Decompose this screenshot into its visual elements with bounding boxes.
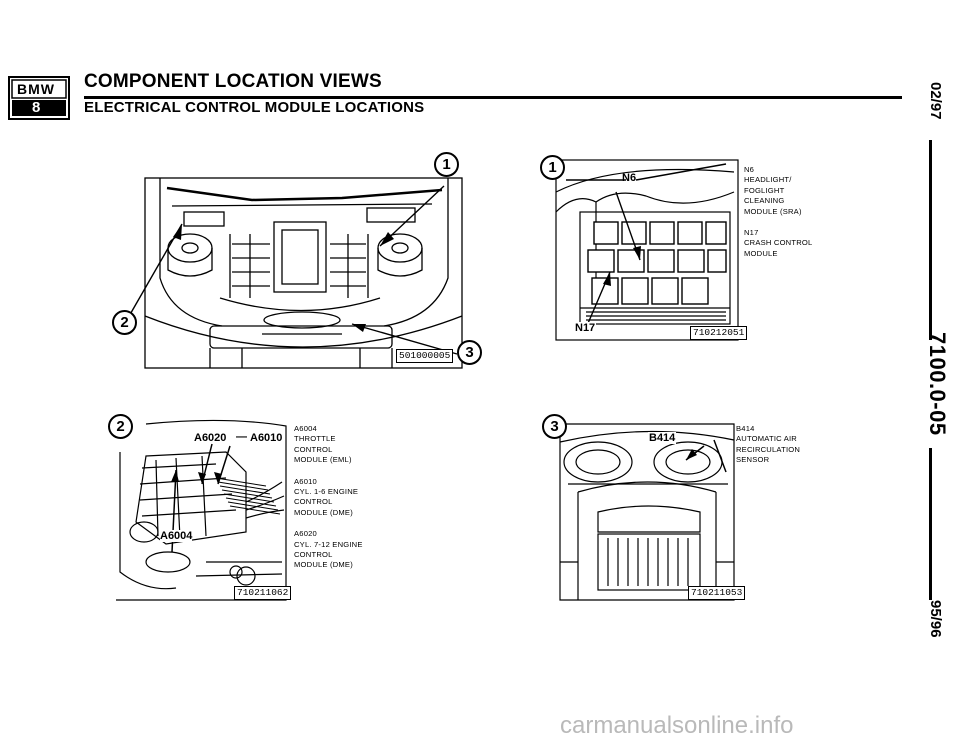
cowl-drawing: [559, 423, 735, 601]
marker-3: 3: [542, 414, 567, 439]
figure-code: 710211062: [234, 586, 292, 600]
legend-line: THROTTLE: [294, 434, 336, 444]
cowl-figure: 710211053 B414 3 B414 AUTOMATIC AIR RECI…: [538, 412, 818, 612]
legend-line: A6010: [294, 476, 317, 486]
legend-line: MODULE: [744, 248, 778, 258]
legend-line: A6004: [294, 424, 317, 433]
document-number: 7100.0-05: [925, 332, 950, 436]
marker-3: 3: [457, 340, 482, 365]
legend-line: CRASH CONTROL: [744, 238, 813, 248]
margin-rule-upper: [929, 140, 932, 340]
legend-line: MODULE (EML): [294, 455, 352, 465]
page-title: COMPONENT LOCATION VIEWS: [84, 71, 382, 92]
legend-line: HEADLIGHT/: [744, 175, 792, 185]
engine-bay-drawing: [127, 177, 463, 369]
legend-line: MODULE (DME): [294, 507, 353, 517]
callout-n6: N6: [622, 172, 637, 184]
glovebox-drawing: [555, 159, 739, 341]
legend-line: CONTROL: [294, 550, 333, 560]
legend-line: N6: [744, 165, 755, 174]
glovebox-figure: 710212051 N6 N17 1 N6 HEADLIGHT/ FOGLIGH…: [536, 152, 816, 352]
legend-line: MODULE (DME): [294, 560, 353, 570]
margin-rule-lower: [929, 448, 932, 600]
figure-code: 501000005: [396, 349, 454, 363]
legend-line: SENSOR: [736, 455, 770, 465]
glovebox-legend: N6 HEADLIGHT/ FOGLIGHT CLEANING MODULE (…: [744, 165, 812, 259]
figure-code: 710211053: [688, 586, 746, 600]
callout-a6020: A6020: [194, 432, 227, 444]
engine-bay-figure: 501000005 1 2 3: [112, 148, 492, 388]
legend-line: CYL. 7-12 ENGINE: [294, 539, 363, 549]
page-subtitle: ELECTRICAL CONTROL MODULE LOCATIONS: [84, 99, 425, 116]
legend-line: CYL. 1-6 ENGINE: [294, 487, 359, 497]
legend-line: RECIRCULATION: [736, 444, 801, 454]
engine-modules-drawing: [116, 419, 287, 601]
legend-line: B414: [736, 424, 755, 433]
legend-line: CONTROL: [294, 444, 333, 454]
callout-dash: —: [236, 431, 247, 443]
marker-2: 2: [108, 414, 133, 439]
date-top: 02/97: [927, 82, 944, 120]
marker-1: 1: [540, 155, 565, 180]
cowl-legend: B414 AUTOMATIC AIR RECIRCULATION SENSOR: [736, 424, 800, 466]
legend-line: FOGLIGHT: [744, 185, 785, 195]
callout-n17: N17: [574, 322, 597, 334]
legend-line: CONTROL: [294, 497, 333, 507]
legend-line: CLEANING: [744, 196, 785, 206]
logo-top-text: BMW: [17, 81, 55, 97]
legend-line: N17: [744, 228, 759, 238]
engine-modules-legend: A6004 THROTTLE CONTROL MODULE (EML) A601…: [294, 424, 363, 571]
callout-a6010: A6010: [250, 432, 283, 444]
marker-1: 1: [434, 152, 459, 177]
bmw-logo: BMW 8: [8, 76, 70, 120]
watermark: carmanualsonline.info: [560, 712, 794, 739]
marker-2: 2: [112, 310, 137, 335]
logo-bottom-text: 8: [32, 99, 41, 116]
figure-code: 710212051: [690, 326, 748, 340]
callout-a6004: A6004: [160, 530, 193, 542]
engine-modules-figure: 710211062 A6020 — A6010 A6004 2 A6004 TH…: [106, 412, 406, 612]
header-rule: [84, 96, 902, 99]
legend-line: A6020: [294, 529, 317, 539]
callout-b414: B414: [648, 432, 677, 444]
legend-line: MODULE (SRA): [744, 206, 802, 216]
date-bottom: 95/96: [927, 600, 944, 638]
legend-line: AUTOMATIC AIR: [736, 434, 797, 444]
